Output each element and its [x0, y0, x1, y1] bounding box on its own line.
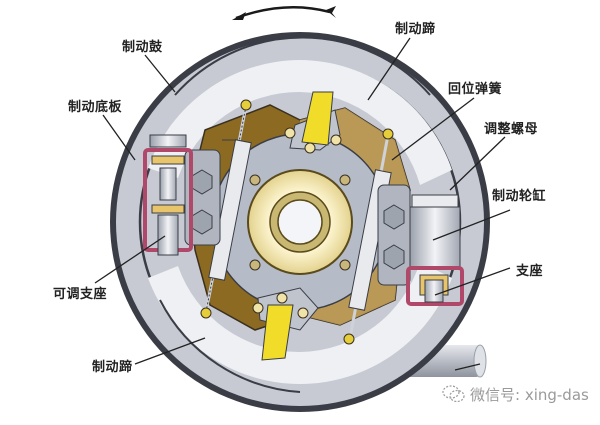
left-mount-plate — [184, 149, 221, 246]
brake-cam-bottom — [252, 287, 319, 361]
label-brake-drum: 制动鼓 — [122, 40, 163, 55]
adjustable-support — [143, 134, 193, 256]
label-return-spring: 回位弹簧 — [448, 82, 503, 97]
label-adjustable-support: 可调支座 — [53, 287, 108, 302]
label-support: 支座 — [516, 264, 544, 279]
support — [406, 266, 464, 306]
label-adjusting-nut: 调整螺母 — [484, 122, 539, 137]
label-brake-backing-plate: 制动底板 — [68, 100, 123, 115]
label-brake-shoe-top: 制动蹄 — [395, 22, 436, 37]
brake-cam-top — [284, 91, 342, 154]
return-spring-left — [200, 99, 252, 319]
leader-lines — [94, 37, 511, 371]
wheel-cylinder — [409, 194, 461, 270]
wechat-icon — [442, 385, 465, 403]
rotation-arrow-icon — [232, 5, 336, 20]
label-wheel-cylinder: 制动轮缸 — [492, 189, 547, 204]
label-brake-shoe-bottom: 制动蹄 — [92, 360, 133, 375]
brake-shoes — [148, 36, 452, 393]
watermark-text: 微信号: xing-das — [470, 386, 589, 404]
right-mount-plate — [377, 184, 411, 286]
wheel-hub — [247, 169, 353, 275]
